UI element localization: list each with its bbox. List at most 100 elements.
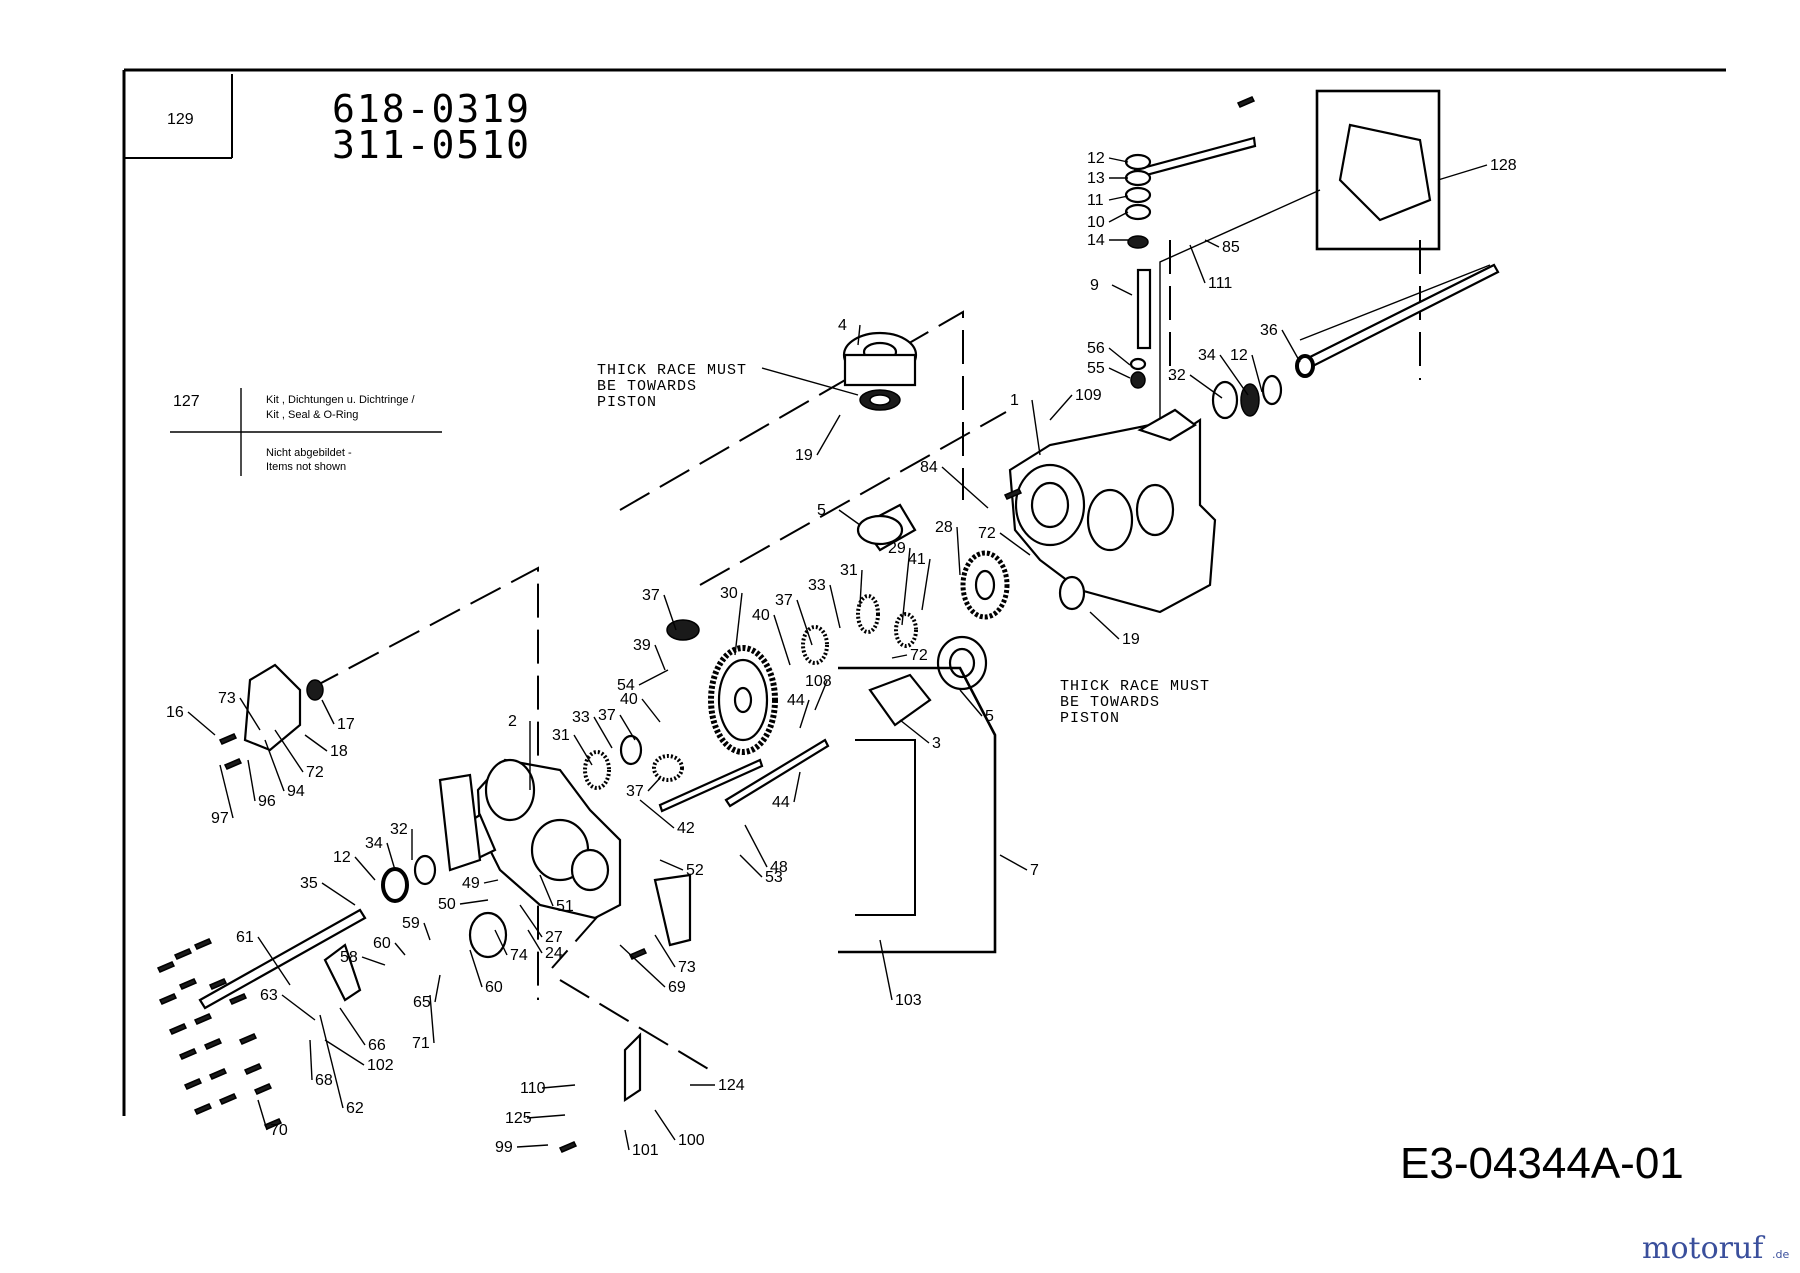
bolt-icon [243, 1063, 263, 1075]
callout-74: 74 [510, 947, 528, 964]
leader-line [901, 547, 911, 626]
callout-124: 124 [718, 1077, 745, 1094]
callout-65: 65 [413, 994, 431, 1011]
leader-line [1108, 157, 1129, 163]
bolt-icon [193, 1013, 213, 1025]
leader-line [1251, 354, 1263, 393]
leader-line [663, 594, 677, 631]
callout-19: 19 [1122, 631, 1140, 648]
leader-line [1108, 195, 1129, 201]
callout-36: 36 [1260, 322, 1278, 339]
leader-line [527, 929, 543, 954]
leader-line [394, 942, 406, 956]
callout-12: 12 [1230, 347, 1248, 364]
callout-101: 101 [632, 1142, 659, 1159]
leader-line [619, 944, 666, 988]
callout-19: 19 [795, 447, 813, 464]
leader-line [423, 922, 431, 941]
bolt-icon [158, 993, 178, 1005]
leader-line [641, 698, 661, 723]
callout-39: 39 [633, 637, 651, 654]
callout-40: 40 [620, 691, 638, 708]
leader-line [516, 1144, 549, 1148]
callout-50: 50 [438, 896, 456, 913]
leader-line [639, 799, 675, 829]
leader-line [1049, 394, 1073, 421]
svg-text:BE TOWARDS: BE TOWARDS [1060, 694, 1160, 711]
leader-line [999, 854, 1028, 871]
callout-44: 44 [772, 794, 790, 811]
leader-line [959, 689, 983, 717]
leader-line [247, 759, 256, 802]
callout-97: 97 [211, 810, 229, 827]
brand-logo[interactable]: motoruf .de [1642, 1231, 1789, 1266]
callout-102: 102 [367, 1057, 394, 1074]
leader-line [879, 939, 893, 1001]
callout-18: 18 [330, 743, 348, 760]
callout-72: 72 [978, 525, 996, 542]
bolt-icon [203, 1038, 223, 1050]
callout-66: 66 [368, 1037, 386, 1054]
callout-85: 85 [1222, 239, 1240, 256]
leader-line [519, 904, 543, 938]
leader-line [219, 764, 234, 819]
leader-line [304, 734, 328, 752]
box-number: 129 [167, 111, 194, 128]
leader-line [744, 824, 768, 868]
leader-line [619, 714, 636, 741]
callout-62: 62 [346, 1100, 364, 1117]
callout-37: 37 [626, 783, 644, 800]
callout-4: 4 [838, 317, 847, 334]
housing-left [453, 758, 622, 920]
leader-line [459, 899, 489, 905]
bolt-icon [1003, 488, 1023, 500]
levers-and-brackets [243, 123, 1432, 1103]
leader-line [814, 680, 828, 711]
callout-72: 72 [306, 764, 324, 781]
callout-12: 12 [1087, 150, 1105, 167]
callout-34: 34 [1198, 347, 1216, 364]
callout-52: 52 [686, 862, 704, 879]
callout-56: 56 [1087, 340, 1105, 357]
callout-71: 71 [412, 1035, 430, 1052]
logo-suffix: .de [1772, 1248, 1789, 1261]
logo-text: motoruf [1642, 1231, 1765, 1266]
callout-51: 51 [556, 898, 574, 915]
callout-55: 55 [1087, 360, 1105, 377]
callout-37: 37 [775, 592, 793, 609]
leader-line [638, 669, 669, 686]
callout-35: 35 [300, 875, 318, 892]
leader-line [1219, 354, 1249, 396]
callout-16: 16 [166, 704, 184, 721]
bolt-icon [253, 1083, 273, 1095]
leader-line [434, 974, 441, 1003]
callout-12: 12 [333, 849, 351, 866]
callout-29: 29 [888, 540, 906, 557]
callout-9: 9 [1090, 277, 1099, 294]
note-thick-race-right: THICK RACE MUST BE TOWARDS PISTON [1060, 678, 1209, 727]
bolt-icon [628, 948, 648, 960]
callout-49: 49 [462, 875, 480, 892]
leader-line [654, 1109, 676, 1141]
leader-line [659, 859, 684, 871]
leader-line [859, 569, 863, 606]
leader-line [1108, 347, 1131, 366]
leader-line [593, 716, 613, 749]
leader-line [829, 584, 841, 629]
callout-63: 63 [260, 987, 278, 1004]
bolt-icon [173, 948, 193, 960]
callout-24: 24 [545, 945, 563, 962]
leader-line [324, 1039, 365, 1066]
bolt-icon [218, 1093, 238, 1105]
callout-33: 33 [572, 709, 590, 726]
leader-line [541, 1084, 576, 1089]
leader-line [274, 729, 304, 773]
leader-line [257, 1099, 268, 1131]
leader-line [999, 532, 1031, 556]
leader-line [838, 509, 861, 526]
callout-10: 10 [1087, 214, 1105, 231]
callout-41: 41 [908, 551, 926, 568]
callout-1: 1 [1010, 392, 1019, 409]
callout-32: 32 [390, 821, 408, 838]
